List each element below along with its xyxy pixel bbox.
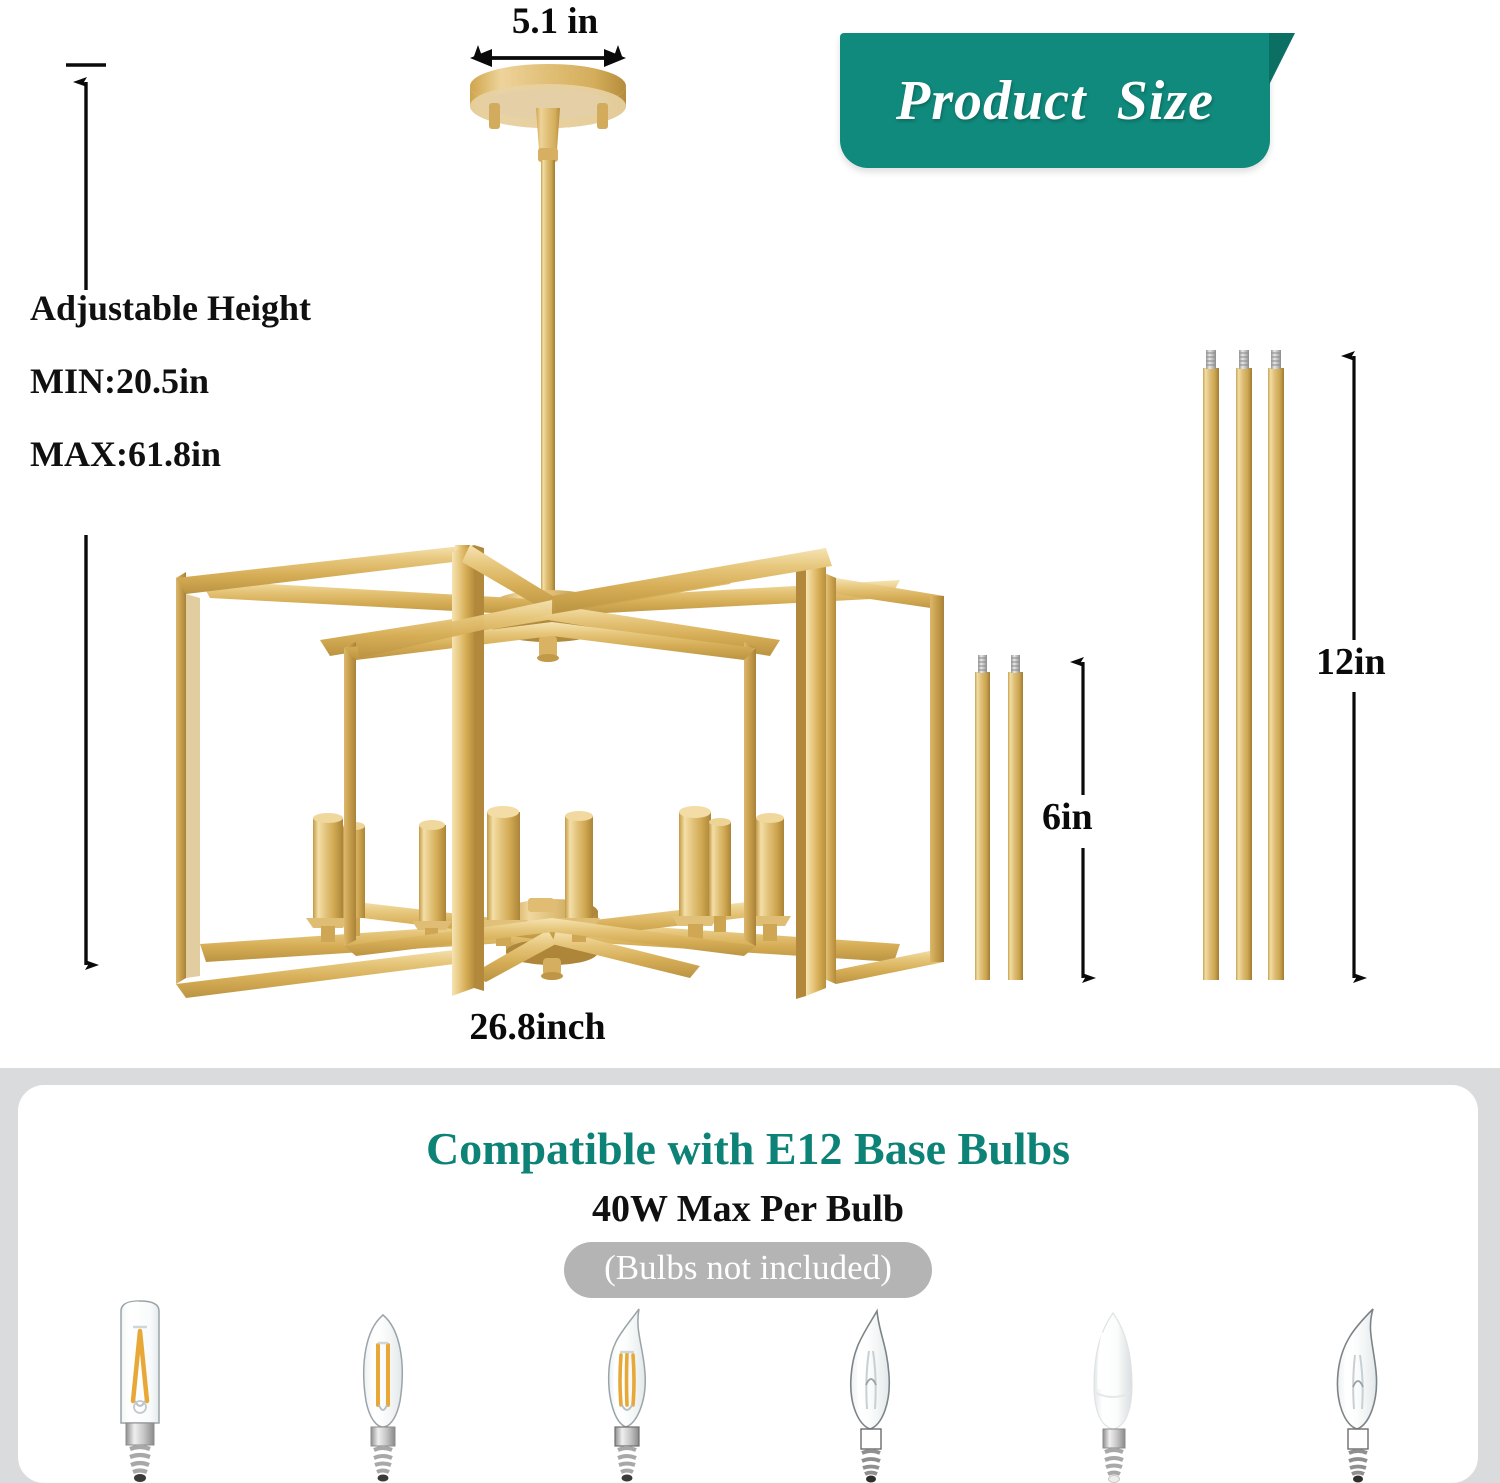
downrod: [541, 160, 555, 600]
bulb-type-flame-filament: [526, 1293, 726, 1483]
chandelier-body: [176, 545, 944, 999]
canopy-width-dimension: 5.1 in: [455, 0, 655, 70]
frame-panel: [452, 545, 484, 996]
top-struts: [356, 545, 832, 658]
candle-socket: [558, 811, 600, 942]
fixture-width-label: 26.8inch: [175, 1005, 900, 1049]
bulb-wattage-label: 40W Max Per Bulb: [591, 1188, 905, 1230]
frame-panel: [344, 622, 552, 956]
bulb-note-wrapper: (Bulbs not included): [18, 1242, 1478, 1298]
product-size-banner: Product Size: [840, 33, 1295, 168]
rod-12in-label: 12in: [1316, 641, 1386, 683]
tubular-filament-bulb-icon: [119, 1300, 160, 1482]
extension-rods-6in: [975, 655, 1023, 980]
adjustable-height-title: Adjustable Height: [30, 288, 312, 328]
ceiling-canopy: [470, 64, 626, 162]
clear-torpedo-bulb-icon: [849, 1308, 890, 1483]
clear-flame-tip-bulb-icon: [1336, 1308, 1378, 1483]
max-height-label: MAX:61.8in: [30, 434, 221, 474]
banner-band: [840, 33, 1270, 168]
rod-12in: [1268, 350, 1284, 980]
fixture-width-dimension: 26.8inch: [175, 1005, 900, 1063]
bulb-type-torpedo-filament: [283, 1293, 483, 1483]
candle-socket: [709, 818, 731, 932]
frame-panel: [822, 572, 944, 984]
candle-socket: [480, 806, 528, 946]
rod-6in-label: 6in: [1042, 796, 1093, 838]
bulb-compatibility-section: Compatible with E12 Base Bulbs 40W Max P…: [0, 1068, 1500, 1483]
torpedo-filament-bulb-icon: [363, 1314, 403, 1482]
bulb-compatibility-card: Compatible with E12 Base Bulbs 40W Max P…: [18, 1085, 1478, 1483]
adjustable-height-info: Adjustable Height MIN:20.5in MAX:61.8in: [30, 290, 410, 509]
chandelier-diagram: [66, 45, 1367, 1044]
canopy-width-label: 5.1 in: [511, 1, 599, 42]
extension-rods-12in: [1203, 350, 1284, 980]
rod-6in: [1008, 655, 1023, 980]
rod-12in: [1236, 350, 1252, 980]
banner-fold-icon: [1269, 33, 1295, 85]
candle-socket: [412, 820, 452, 944]
bulb-compatibility-heading: Compatible with E12 Base Bulbs: [425, 1123, 1071, 1174]
candle-socket: [672, 806, 718, 942]
bulb-type-clear-flame: [1256, 1293, 1456, 1483]
banner-title: Product Size: [896, 69, 1214, 132]
candle-socket: [749, 813, 791, 941]
rod-12in: [1203, 350, 1219, 980]
product-size-section: 5.1 in Adjustable Height MIN:20.5in MAX:…: [30, 0, 1386, 1063]
bulb-type-clear-torpedo: [770, 1293, 970, 1483]
candle-sockets: [306, 806, 791, 946]
bulb-type-row: [18, 1293, 1478, 1483]
frame-panel: [552, 622, 756, 956]
candle-socket: [306, 813, 350, 942]
bulb-type-tubular: [40, 1293, 240, 1483]
rod-6in: [975, 655, 990, 980]
bulbs-not-included-badge: (Bulbs not included): [564, 1242, 932, 1298]
frosted-candle-bulb-icon: [1093, 1311, 1133, 1483]
flame-tip-filament-bulb-icon: [608, 1308, 647, 1482]
min-height-label: MIN:20.5in: [30, 361, 209, 401]
bulb-type-frosted-candle: [1013, 1293, 1213, 1483]
frame-panel: [796, 548, 826, 999]
